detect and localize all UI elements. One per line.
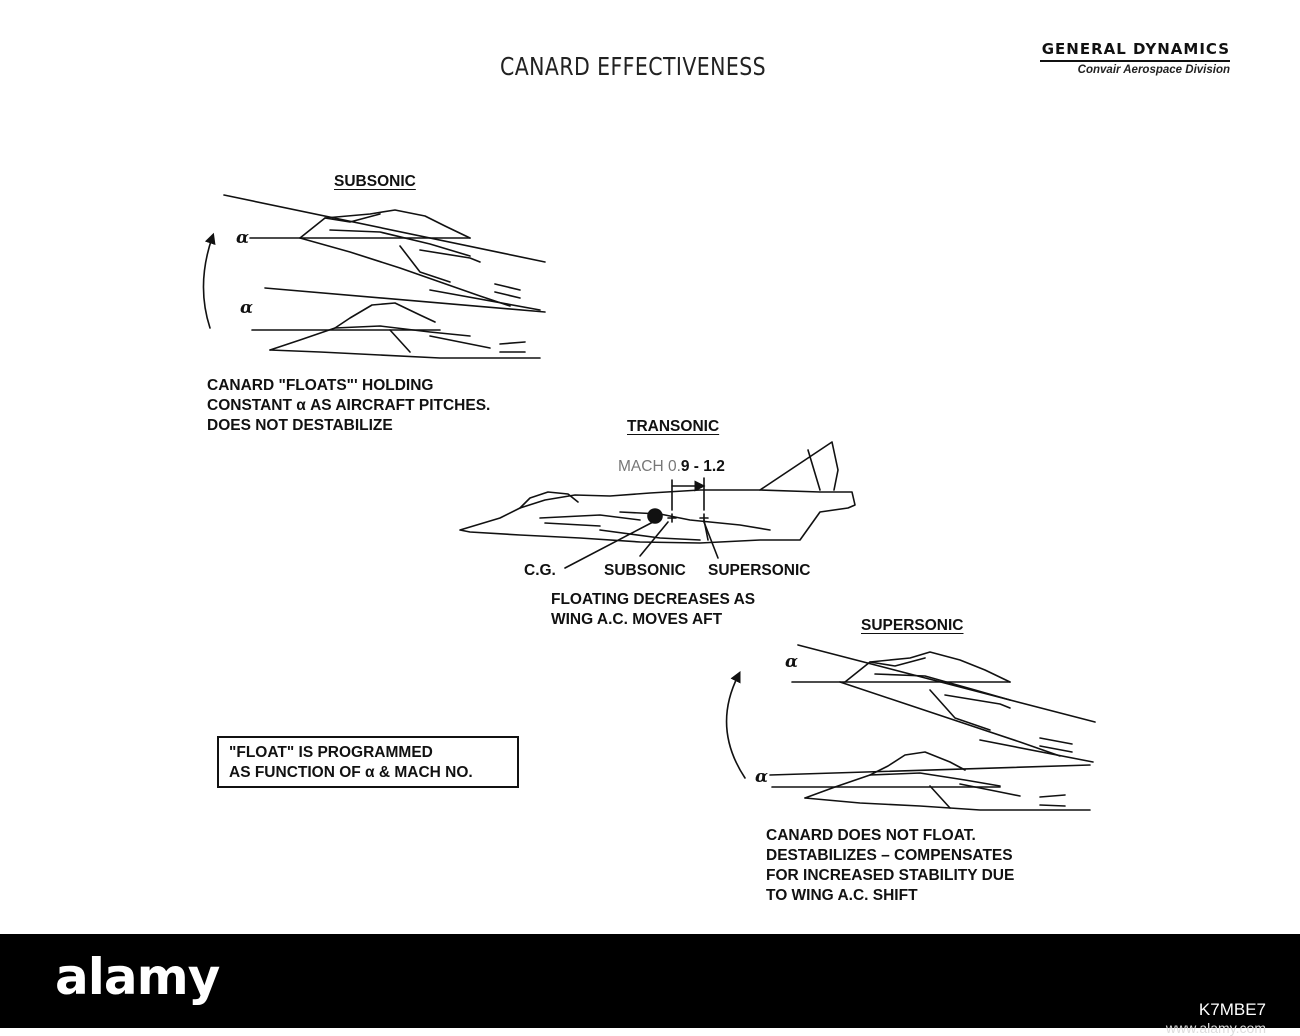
- subsonic-upper-aircraft: [223, 194, 546, 311]
- subsonic-lower-aircraft: [251, 287, 546, 359]
- supersonic-heading: SUPERSONIC: [861, 617, 964, 634]
- transonic-heading: TRANSONIC: [627, 418, 720, 435]
- float-box-line: "FLOAT" IS PROGRAMMED: [229, 744, 433, 761]
- supersonic-ac-label: SUPERSONIC: [708, 562, 811, 579]
- mach-range-rest: 9 - 1.2: [680, 458, 725, 475]
- alamy-wordmark: alamy: [55, 948, 220, 1006]
- transonic-aircraft: [459, 441, 856, 569]
- page-title: CANARD EFFECTIVENESS: [500, 52, 767, 81]
- watermark-footer: [0, 934, 1300, 1028]
- brand-name: GENERAL DYNAMICS: [1041, 40, 1230, 58]
- subsonic-heading: SUBSONIC: [334, 173, 416, 190]
- transonic-note-line: FLOATING DECREASES AS: [551, 591, 756, 608]
- subsonic-note-line: CANARD "FLOATS"' HOLDING: [207, 377, 434, 394]
- source-url: www.alamy.com: [1165, 1020, 1266, 1036]
- supersonic-note-line: FOR INCREASED STABILITY DUE: [766, 867, 1015, 884]
- cg-label: C.G.: [524, 562, 556, 579]
- supersonic-pitch-arrow: [725, 670, 746, 779]
- subsonic-note-line: DOES NOT DESTABILIZE: [207, 417, 393, 434]
- brand-rule: [1040, 60, 1230, 62]
- subsonic-lower-alpha-symbol: α: [240, 298, 254, 318]
- brand-logo: GENERAL DYNAMICS Convair Aerospace Divis…: [1010, 40, 1230, 76]
- subsonic-note-line: CONSTANT α AS AIRCRAFT PITCHES.: [207, 397, 491, 414]
- subsonic-pitch-arrow: [202, 232, 216, 329]
- image-id: K7MBE7: [1198, 1000, 1266, 1019]
- diagram-art: [202, 194, 1096, 811]
- supersonic-note-line: DESTABILIZES – COMPENSATES: [766, 847, 1013, 864]
- mach-range-prefix: MACH 0.: [618, 458, 681, 475]
- brand-division: Convair Aerospace Division: [1077, 64, 1230, 76]
- supersonic-lower-aircraft: [769, 751, 1091, 811]
- supersonic-upper-alpha-symbol: α: [785, 652, 799, 672]
- mach-range-label: MACH 0.9 - 1.2: [618, 458, 725, 476]
- transonic-note: FLOATING DECREASES AS WING A.C. MOVES AF…: [551, 590, 755, 630]
- subsonic-ac-label: SUBSONIC: [604, 562, 686, 579]
- float-programming-box: "FLOAT" IS PROGRAMMED AS FUNCTION OF α &…: [217, 736, 519, 788]
- supersonic-note: CANARD DOES NOT FLOAT. DESTABILIZES – CO…: [766, 826, 1014, 906]
- supersonic-note-line: TO WING A.C. SHIFT: [766, 887, 918, 904]
- image-reference: K7MBE7 www.alamy.com: [1166, 1000, 1266, 1036]
- subsonic-note: CANARD "FLOATS"' HOLDING CONSTANT α AS A…: [207, 376, 490, 436]
- supersonic-upper-aircraft: [791, 644, 1096, 763]
- subsonic-upper-alpha-symbol: α: [236, 228, 250, 248]
- supersonic-lower-alpha-symbol: α: [755, 767, 769, 787]
- document-page: [0, 0, 1300, 934]
- transonic-note-line: WING A.C. MOVES AFT: [551, 611, 723, 628]
- float-box-line: AS FUNCTION OF α & MACH NO.: [229, 764, 473, 781]
- supersonic-note-line: CANARD DOES NOT FLOAT.: [766, 827, 976, 844]
